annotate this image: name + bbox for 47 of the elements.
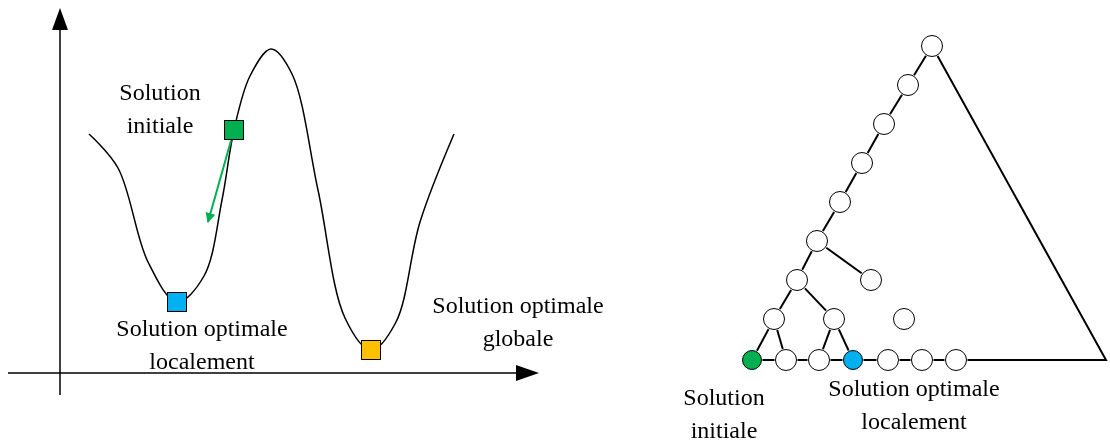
- tree-node-circle: [851, 152, 873, 174]
- connector-line: [803, 287, 828, 312]
- connector-line: [837, 328, 850, 352]
- tree-node-circle: [911, 349, 933, 371]
- connector-line: [761, 359, 776, 361]
- solution-marker: [361, 340, 381, 360]
- tree-node-circle: [806, 230, 828, 252]
- connector-line: [825, 246, 863, 275]
- connector-line: [776, 329, 784, 350]
- tree-node-circle: [763, 308, 785, 330]
- tree-node-circle: [860, 269, 882, 291]
- connector-line: [932, 359, 946, 361]
- connector-line: [889, 93, 903, 116]
- tree-node-circle: [873, 113, 895, 135]
- tree-node-circle: [829, 191, 851, 213]
- solution-marker: [167, 292, 187, 312]
- connector-line: [913, 54, 927, 77]
- connector-line: [796, 359, 809, 361]
- arrow: [205, 139, 233, 223]
- tree-node-circle: [823, 308, 845, 330]
- connector-line: [898, 359, 912, 361]
- tree-node-circle: [945, 349, 967, 371]
- tree-node-circle: [897, 74, 919, 96]
- solution-marker: [224, 120, 244, 140]
- connector-line: [821, 328, 832, 351]
- connector-line: [844, 172, 858, 193]
- solution-caption: Solution initiale: [118, 78, 202, 140]
- tree-node-circle: [775, 349, 797, 371]
- connector-line: [778, 288, 793, 311]
- solution-caption: Solution optimale globale: [431, 291, 605, 353]
- connector-line: [801, 250, 813, 271]
- tree-node-circle: [786, 269, 808, 291]
- tree-node-circle: [843, 350, 863, 370]
- connector-line: [866, 133, 880, 154]
- solution-caption: Solution initiale: [682, 383, 766, 444]
- tree-node-circle: [893, 308, 915, 330]
- tree-node-circle: [742, 350, 762, 370]
- connector-line: [755, 328, 770, 352]
- connector-line: [829, 359, 844, 361]
- connector-line: [821, 210, 836, 233]
- connector-line: [862, 359, 878, 361]
- solution-caption: Solution optimale localement: [115, 314, 289, 376]
- tree-node-circle: [877, 349, 899, 371]
- tree-node-circle: [921, 35, 943, 57]
- solution-caption: Solution optimale localement: [827, 374, 1001, 436]
- tree-node-circle: [808, 349, 830, 371]
- connector-line: [936, 55, 1108, 361]
